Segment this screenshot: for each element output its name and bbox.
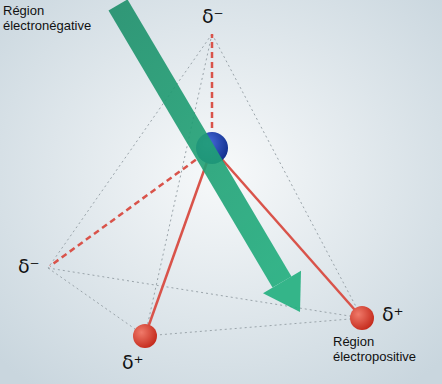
dipole-arrow: [109, 0, 302, 312]
partial-charge: δ⁺: [122, 352, 144, 373]
region-label: Région électronégative: [3, 3, 103, 33]
partial-charge: δ⁻: [202, 6, 224, 27]
partial-charge: δ⁺: [382, 304, 404, 325]
lone-pair-line: [50, 34, 212, 266]
region-label: Région électropositive: [333, 334, 433, 364]
hydrogen-atom: [133, 324, 157, 348]
partial-charge: δ⁻: [18, 256, 40, 277]
tetrahedron-edges: [48, 34, 362, 336]
hydrogen-atom: [350, 306, 374, 330]
